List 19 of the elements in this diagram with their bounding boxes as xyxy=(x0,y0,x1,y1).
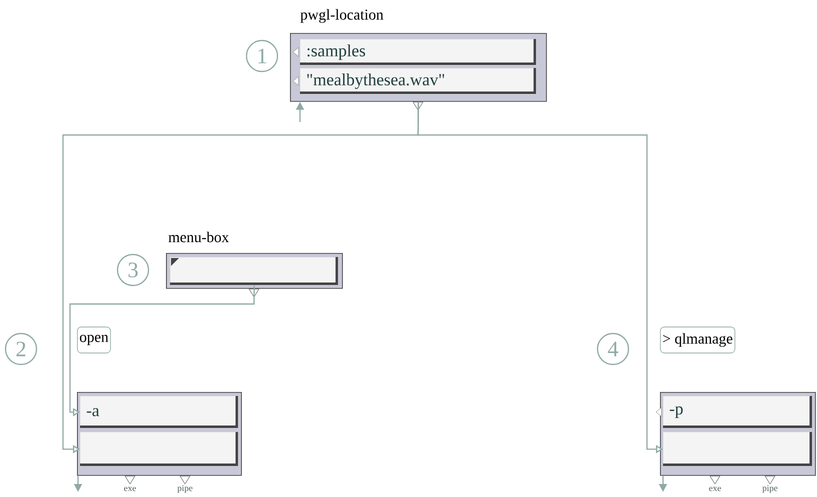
output-label: pipe xyxy=(177,485,192,493)
input-field: "mealbythesea.wav" xyxy=(292,68,536,94)
input-field: -p xyxy=(656,396,812,428)
output-label: exe xyxy=(124,486,136,492)
callout-number: 2 xyxy=(4,332,38,366)
input-field: :samples xyxy=(292,39,536,66)
input-field xyxy=(663,432,812,466)
patch-heading: menu-box xyxy=(168,232,229,242)
input-field xyxy=(170,257,338,286)
callout-number: 3 xyxy=(116,254,150,286)
output-label: exe xyxy=(709,486,721,492)
patch-heading: pwgl-location xyxy=(300,9,384,23)
patch-heading: open xyxy=(77,326,111,354)
patch-heading: > qlmanage xyxy=(660,326,736,354)
input-field xyxy=(80,432,238,466)
input-field: -a xyxy=(80,396,238,428)
callout-number: 1 xyxy=(246,40,278,72)
output-label: pipe xyxy=(762,485,778,493)
callout-number: 4 xyxy=(596,332,630,366)
